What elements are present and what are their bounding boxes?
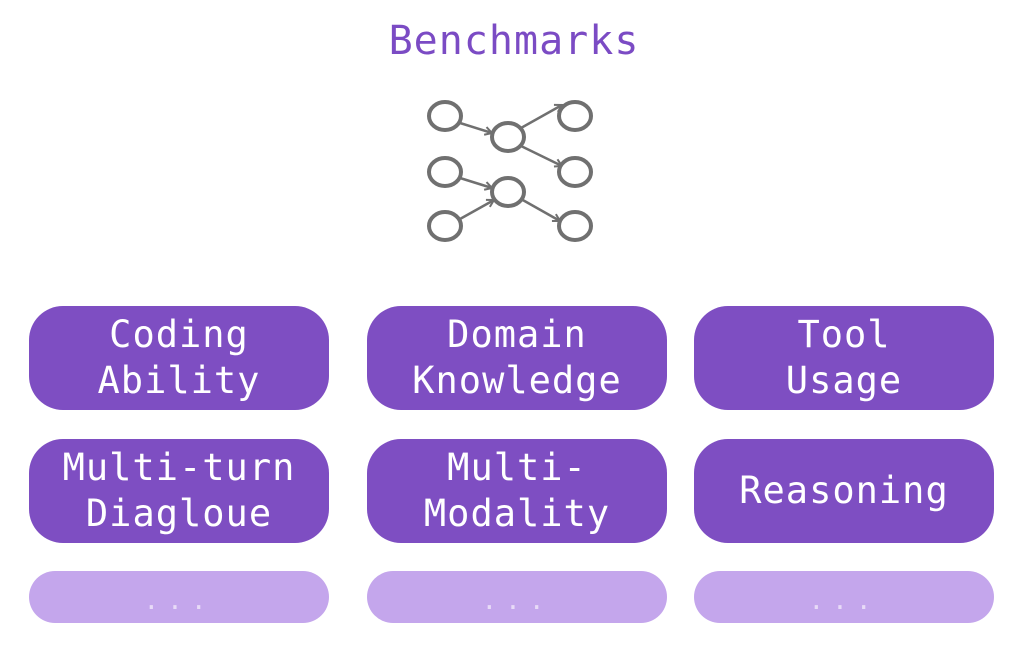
category-line: Knowledge bbox=[412, 359, 622, 402]
category-domain-knowledge: Domain Knowledge bbox=[367, 306, 667, 410]
network-graph-icon bbox=[427, 100, 593, 242]
category-line: Multi- bbox=[447, 446, 587, 489]
category-line: Domain bbox=[447, 313, 587, 356]
category-line: Diagloue bbox=[85, 492, 273, 535]
category-coding-ability: Coding Ability bbox=[29, 306, 329, 410]
category-line: Reasoning bbox=[739, 469, 949, 512]
more-placeholder: ... bbox=[694, 571, 994, 623]
category-multi-modality: Multi- Modality bbox=[367, 439, 667, 543]
category-line: Coding bbox=[109, 313, 249, 356]
category-multi-turn-dialogue: Multi-turn Diagloue bbox=[29, 439, 329, 543]
more-placeholder: ... bbox=[367, 571, 667, 623]
more-placeholder: ... bbox=[29, 571, 329, 623]
category-tool-usage: Tool Usage bbox=[694, 306, 994, 410]
category-line: Tool bbox=[797, 313, 891, 356]
category-line: Ability bbox=[97, 359, 261, 402]
category-reasoning: Reasoning bbox=[694, 439, 994, 543]
category-line: Multi-turn bbox=[62, 446, 296, 489]
page-title: Benchmarks bbox=[388, 18, 640, 64]
category-line: Usage bbox=[785, 359, 903, 402]
category-line: Modality bbox=[423, 492, 611, 535]
